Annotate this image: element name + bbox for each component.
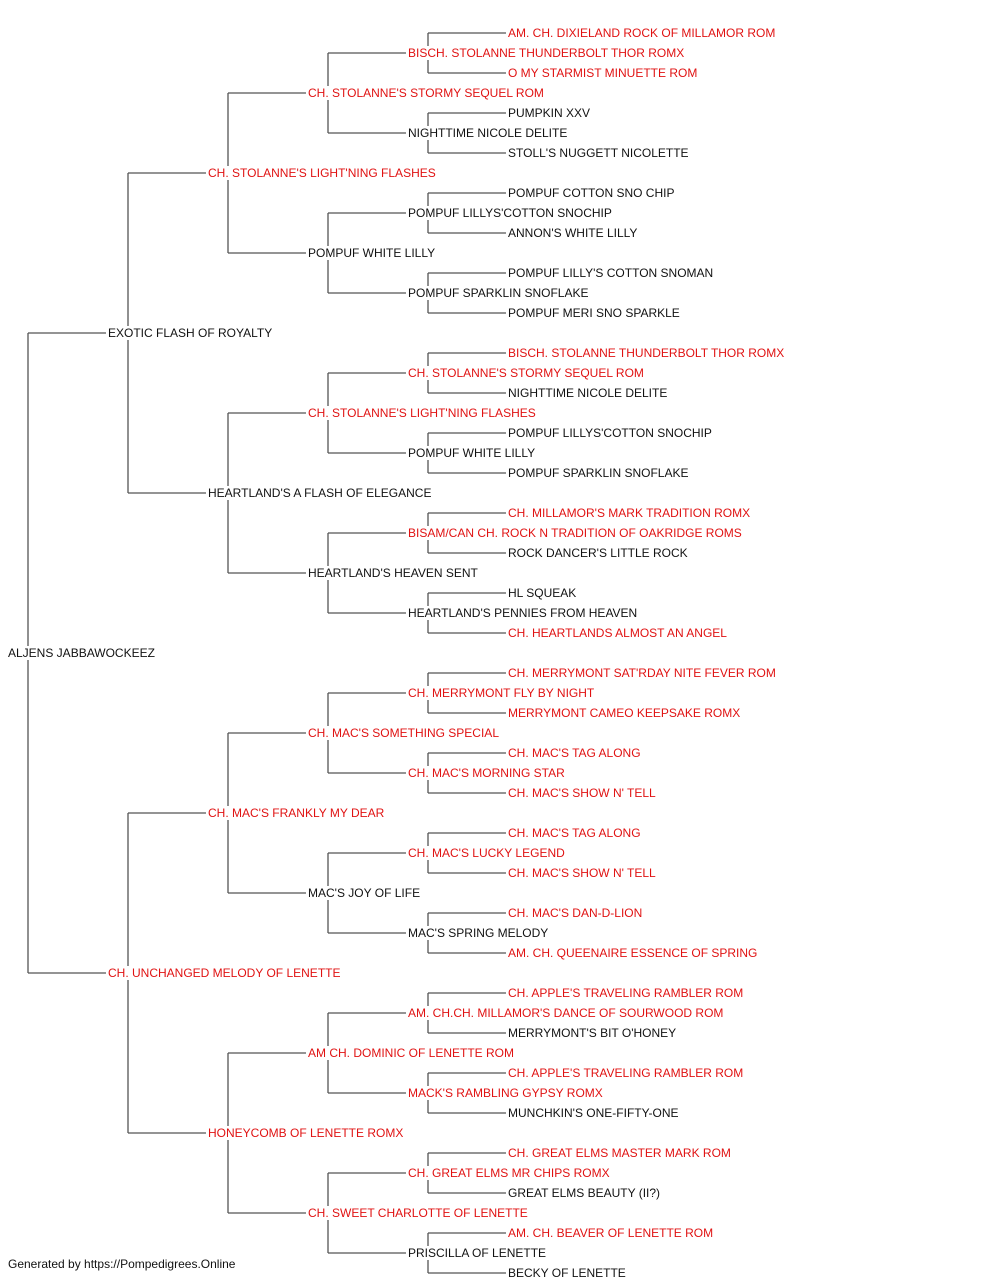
gen5-dam-name: ROCK DANCER'S LITTLE ROCK xyxy=(508,546,688,560)
gen3-dam-name: MAC'S JOY OF LIFE xyxy=(308,886,421,900)
gen4-dam-name: MACK'S RAMBLING GYPSY ROMX xyxy=(408,1086,603,1100)
gen5-dam-name: CH. MAC'S SHOW N' TELL xyxy=(508,866,656,880)
gen5-dam-name: CH. MAC'S SHOW N' TELL xyxy=(508,786,656,800)
gen4-sire-name: CH. GREAT ELMS MR CHIPS ROMX xyxy=(408,1166,610,1180)
generated-by-footer: Generated by https://Pompedigrees.Online xyxy=(8,1257,236,1271)
gen4-sire-name: BISCH. STOLANNE THUNDERBOLT THOR ROMX xyxy=(408,46,685,60)
gen5-sire-name: CH. GREAT ELMS MASTER MARK ROM xyxy=(508,1146,731,1160)
gen4-sire-name: CH. MERRYMONT FLY BY NIGHT xyxy=(408,686,595,700)
gen5-sire-name: HL SQUEAK xyxy=(508,586,577,600)
gen5-sire-name: CH. MAC'S TAG ALONG xyxy=(508,746,641,760)
gen5-sire-name: POMPUF LILLYS'COTTON SNOCHIP xyxy=(508,426,712,440)
gen5-sire-name: CH. MAC'S DAN-D-LION xyxy=(508,906,643,920)
gen1-sire-name: EXOTIC FLASH OF ROYALTY xyxy=(108,326,273,340)
gen5-dam-name: ANNON'S WHITE LILLY xyxy=(508,226,638,240)
gen5-sire-name: CH. MERRYMONT SAT'RDAY NITE FEVER ROM xyxy=(508,666,776,680)
gen3-sire-name: AM CH. DOMINIC OF LENETTE ROM xyxy=(308,1046,515,1060)
gen2-sire-name: CH. MAC'S FRANKLY MY DEAR xyxy=(208,806,385,820)
gen5-dam-name: NIGHTTIME NICOLE DELITE xyxy=(508,386,668,400)
gen4-dam-name: NIGHTTIME NICOLE DELITE xyxy=(408,126,568,140)
gen5-sire-name: PUMPKIN XXV xyxy=(508,106,591,120)
gen5-dam-name: O MY STARMIST MINUETTE ROM xyxy=(508,66,698,80)
gen4-sire-name: AM. CH.CH. MILLAMOR'S DANCE OF SOURWOOD … xyxy=(408,1006,724,1020)
gen4-sire-name: CH. STOLANNE'S STORMY SEQUEL ROM xyxy=(408,366,644,380)
gen4-sire-name: BISAM/CAN CH. ROCK N TRADITION OF OAKRID… xyxy=(408,526,742,540)
gen5-sire-name: CH. MILLAMOR'S MARK TRADITION ROMX xyxy=(508,506,751,520)
gen5-dam-name: POMPUF MERI SNO SPARKLE xyxy=(508,306,680,320)
gen4-dam-name: POMPUF WHITE LILLY xyxy=(408,446,536,460)
gen5-dam-name: CH. HEARTLANDS ALMOST AN ANGEL xyxy=(508,626,727,640)
gen5-dam-name: MUNCHKIN'S ONE-FIFTY-ONE xyxy=(508,1106,679,1120)
gen2-sire-name: CH. STOLANNE'S LIGHT'NING FLASHES xyxy=(208,166,436,180)
gen5-sire-name: CH. APPLE'S TRAVELING RAMBLER ROM xyxy=(508,986,744,1000)
subject-dog-name: ALJENS JABBAWOCKEEZ xyxy=(8,646,155,660)
gen5-dam-name: STOLL'S NUGGETT NICOLETTE xyxy=(508,146,689,160)
gen4-sire-name: POMPUF LILLYS'COTTON SNOCHIP xyxy=(408,206,612,220)
gen5-dam-name: MERRYMONT CAMEO KEEPSAKE ROMX xyxy=(508,706,741,720)
gen3-dam-name: POMPUF WHITE LILLY xyxy=(308,246,436,260)
gen3-sire-name: CH. STOLANNE'S LIGHT'NING FLASHES xyxy=(308,406,536,420)
gen4-sire-name: CH. MAC'S LUCKY LEGEND xyxy=(408,846,565,860)
gen3-dam-name: HEARTLAND'S HEAVEN SENT xyxy=(308,566,478,580)
gen5-sire-name: AM. CH. BEAVER OF LENETTE ROM xyxy=(508,1226,714,1240)
gen4-dam-name: POMPUF SPARKLIN SNOFLAKE xyxy=(408,286,589,300)
gen4-dam-name: CH. MAC'S MORNING STAR xyxy=(408,766,565,780)
gen5-dam-name: GREAT ELMS BEAUTY (II?) xyxy=(508,1186,661,1200)
gen2-dam-name: HONEYCOMB OF LENETTE ROMX xyxy=(208,1126,404,1140)
gen5-sire-name: POMPUF COTTON SNO CHIP xyxy=(508,186,675,200)
gen2-dam-name: HEARTLAND'S A FLASH OF ELEGANCE xyxy=(208,486,432,500)
gen5-sire-name: BISCH. STOLANNE THUNDERBOLT THOR ROMX xyxy=(508,346,785,360)
gen5-dam-name: POMPUF SPARKLIN SNOFLAKE xyxy=(508,466,689,480)
gen3-sire-name: CH. MAC'S SOMETHING SPECIAL xyxy=(308,726,499,740)
gen5-sire-name: AM. CH. DIXIELAND ROCK OF MILLAMOR ROM xyxy=(508,26,776,40)
gen3-sire-name: CH. STOLANNE'S STORMY SEQUEL ROM xyxy=(308,86,544,100)
gen5-sire-name: CH. APPLE'S TRAVELING RAMBLER ROM xyxy=(508,1066,744,1080)
gen5-dam-name: MERRYMONT'S BIT O'HONEY xyxy=(508,1026,677,1040)
gen4-dam-name: MAC'S SPRING MELODY xyxy=(408,926,549,940)
gen4-dam-name: HEARTLAND'S PENNIES FROM HEAVEN xyxy=(408,606,638,620)
gen3-dam-name: CH. SWEET CHARLOTTE OF LENETTE xyxy=(308,1206,528,1220)
gen5-dam-name: BECKY OF LENETTE xyxy=(508,1266,626,1280)
gen5-dam-name: AM. CH. QUEENAIRE ESSENCE OF SPRING xyxy=(508,946,758,960)
gen5-sire-name: POMPUF LILLY'S COTTON SNOMAN xyxy=(508,266,714,280)
gen4-dam-name: PRISCILLA OF LENETTE xyxy=(408,1246,547,1260)
gen1-dam-name: CH. UNCHANGED MELODY OF LENETTE xyxy=(108,966,341,980)
gen5-sire-name: CH. MAC'S TAG ALONG xyxy=(508,826,641,840)
